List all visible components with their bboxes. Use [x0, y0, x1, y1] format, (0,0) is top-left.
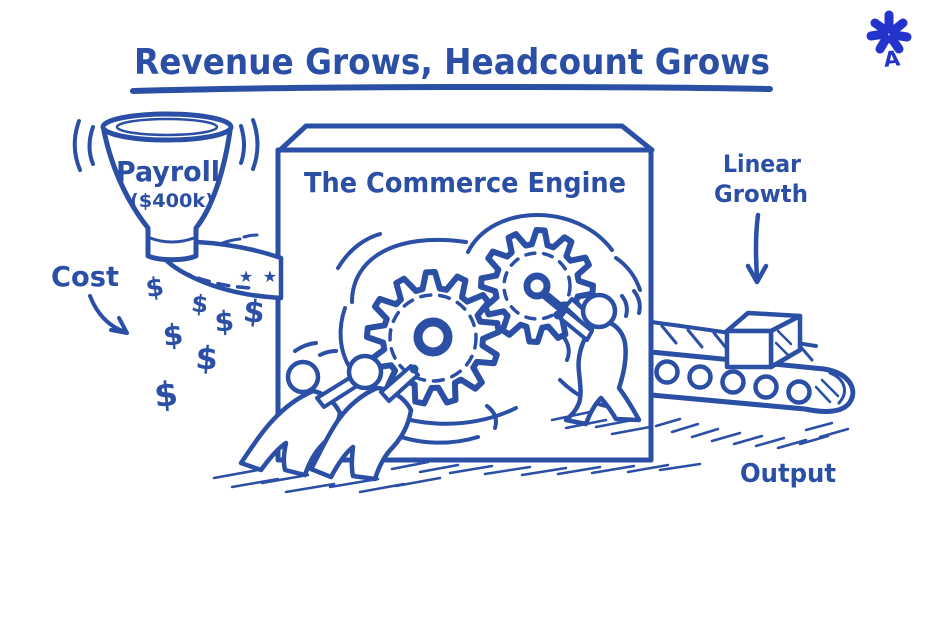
worker-hand: [409, 364, 419, 374]
worker-hand: [558, 301, 568, 311]
roller: [687, 364, 713, 390]
flower-icon: [866, 10, 912, 54]
roller: [654, 359, 680, 385]
growth-arrow-head: [745, 263, 769, 285]
funnel-wobble-arcs: [72, 118, 260, 172]
title-underline: [130, 83, 773, 94]
hatch-under-belt: [654, 417, 850, 450]
worker-arm: [379, 364, 420, 403]
cube-front-face: [724, 328, 774, 370]
gear-crank-rod: [539, 289, 566, 313]
hatch-under-right-worker: [550, 410, 652, 436]
hatch-under-workers: [212, 468, 442, 494]
cost-arrow-head: [109, 316, 129, 335]
growth-arrow-shaft: [753, 212, 761, 281]
payroll-funnel: ★ ★ Payroll ($400k): [72, 111, 284, 301]
swoosh-arc: [620, 294, 629, 318]
gears: [364, 227, 596, 407]
swoosh-arc: [338, 306, 352, 370]
swoosh-arc: [350, 237, 468, 304]
wobble-arc: [239, 124, 246, 165]
logo-letter: A: [883, 46, 902, 72]
worker-arm: [558, 308, 594, 342]
linear-growth-line2: Growth: [714, 180, 808, 208]
hatch-under-box: [390, 460, 702, 477]
cube-hatch: [774, 329, 793, 358]
swoosh-arc: [293, 341, 318, 353]
wobble-arc: [72, 119, 82, 172]
worker-body: [308, 385, 414, 482]
cost-arrow-shaft: [88, 294, 127, 334]
dollar-sign: $: [190, 289, 210, 319]
belt-cap-hatch: [814, 378, 840, 404]
worker-right: [553, 292, 642, 427]
pipe-stars: ★ ★: [239, 267, 279, 286]
swoosh-arc: [485, 404, 498, 430]
gear-left-hub: [413, 317, 453, 357]
dollar-sign: $: [144, 272, 166, 304]
wobble-arc: [251, 118, 260, 171]
pipe-center-dashes: [178, 269, 254, 290]
ground-hatching: [212, 410, 850, 494]
swoosh-arc: [318, 349, 338, 357]
cost-annotation: Cost: [51, 260, 129, 335]
roller: [753, 374, 779, 400]
swoosh-arc: [466, 213, 614, 254]
workers: [238, 292, 642, 482]
roller: [786, 379, 812, 405]
linear-growth-annotation: Linear Growth: [714, 150, 808, 285]
asterisk-flower-logo: A: [866, 10, 912, 72]
dollar-sign: $: [194, 338, 219, 377]
swoosh-arc: [614, 256, 642, 292]
payroll-label: Payroll: [116, 155, 220, 188]
dollar-sign: $: [213, 304, 235, 338]
swoosh-arc: [632, 289, 642, 315]
worker-head: [346, 353, 384, 391]
funnel-neck-line: [148, 236, 196, 244]
gear-right-inner-dashes: [502, 251, 572, 321]
gear-right-hub: [523, 272, 551, 300]
belt-tick: [686, 328, 704, 349]
output-cube: [724, 310, 803, 370]
payroll-amount: ($400k): [130, 190, 214, 212]
roller: [720, 369, 746, 395]
cost-label: Cost: [51, 260, 119, 293]
worker-body: [563, 320, 642, 427]
title-group: Revenue Grows, Headcount Grows: [130, 42, 773, 94]
conveyor-belt: [648, 310, 856, 414]
worker-head: [580, 292, 618, 330]
pipe-top-dash: [218, 237, 242, 246]
belt-cap-contour: [828, 371, 846, 405]
output-label: Output: [740, 459, 836, 489]
dollar-sign: $: [153, 374, 180, 416]
worker-hand: [553, 310, 563, 320]
falling-dollars: $ $ $ $ $ $ $: [144, 272, 267, 416]
engine-title: The Commerce Engine: [304, 166, 626, 199]
funnel-rim-inner: [115, 117, 219, 137]
worker-middle: [308, 353, 420, 482]
dollar-sign: $: [161, 317, 185, 353]
belt-tick: [660, 324, 678, 345]
page-title: Revenue Grows, Headcount Grows: [134, 42, 770, 83]
pipe-top-dash: [242, 233, 259, 239]
belt-rollers: [654, 359, 812, 405]
gear-left-inner-dashes: [388, 293, 478, 383]
swoosh-arc: [336, 232, 382, 270]
dollar-sign: $: [241, 293, 266, 331]
linear-growth-line1: Linear: [723, 150, 801, 178]
worker-head: [285, 359, 321, 395]
funnel-body: [101, 128, 233, 263]
wobble-arc: [87, 125, 95, 166]
